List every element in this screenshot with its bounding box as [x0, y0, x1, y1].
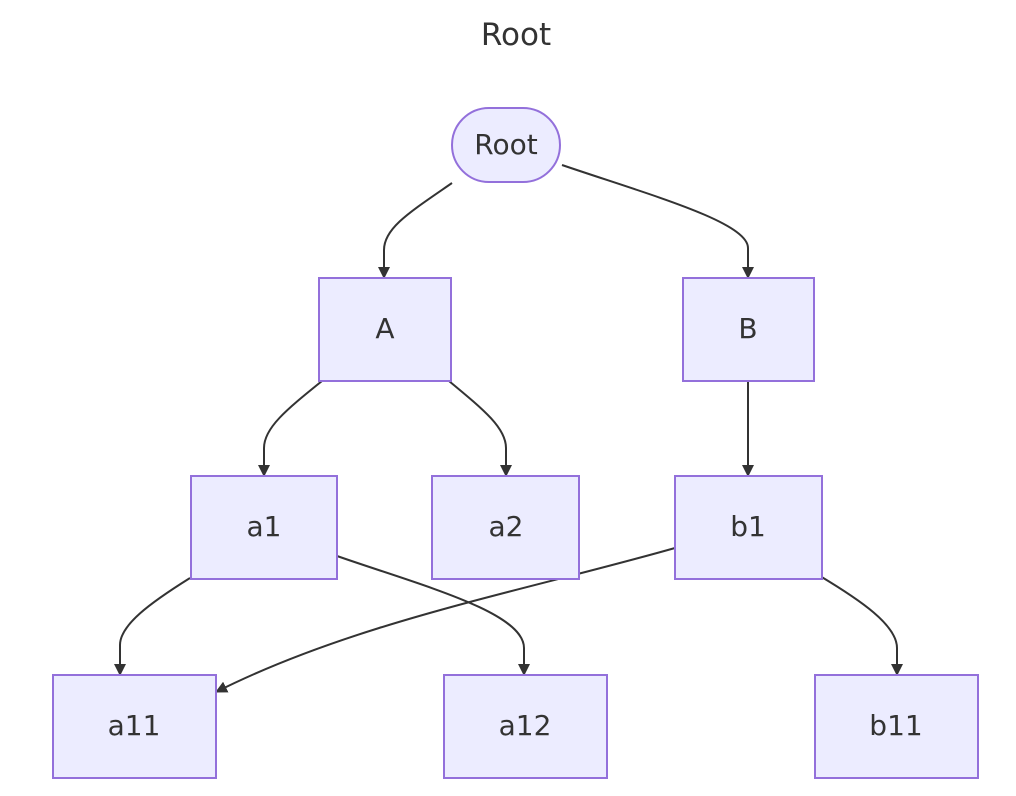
node-b11-shape	[814, 674, 979, 779]
edge-root-B	[561, 164, 754, 279]
node-A-label: A	[375, 312, 394, 345]
node-a12-shape	[443, 674, 608, 779]
node-a12[interactable]: a12	[443, 674, 608, 779]
node-b11[interactable]: b11	[814, 674, 979, 779]
node-b11-label: b11	[869, 709, 922, 742]
node-B-label: B	[738, 312, 757, 345]
edge-b1-a11	[215, 547, 676, 693]
diagram-title: Root	[481, 17, 551, 53]
node-a1[interactable]: a1	[190, 475, 338, 580]
node-a1-shape	[190, 475, 338, 580]
node-a12-label: a12	[499, 709, 552, 742]
node-B[interactable]: B	[682, 277, 815, 382]
node-b1-label: b1	[730, 510, 766, 543]
nodes: Root A B a1 a2 b1 a11 a12	[52, 107, 979, 779]
node-b1-shape	[674, 475, 823, 580]
node-root-shape	[451, 107, 561, 183]
node-a2-label: a2	[489, 510, 524, 543]
edge-a1-a11	[114, 577, 191, 676]
node-a1-label: a1	[247, 510, 282, 543]
node-A-shape	[318, 277, 452, 382]
node-root[interactable]: Root	[451, 107, 561, 183]
edge-b1-b11	[819, 575, 903, 676]
node-a2[interactable]: a2	[431, 475, 580, 580]
node-a2-shape	[431, 475, 580, 580]
node-a11[interactable]: a11	[52, 674, 217, 779]
edge-A-a1	[258, 380, 323, 477]
edge-A-a2	[448, 380, 512, 477]
node-B-shape	[682, 277, 815, 382]
edge-root-A	[378, 182, 453, 279]
node-a11-shape	[52, 674, 217, 779]
node-a11-label: a11	[108, 709, 161, 742]
node-b1[interactable]: b1	[674, 475, 823, 580]
node-A[interactable]: A	[318, 277, 452, 382]
edges	[114, 164, 903, 693]
node-root-label: Root	[474, 128, 537, 161]
